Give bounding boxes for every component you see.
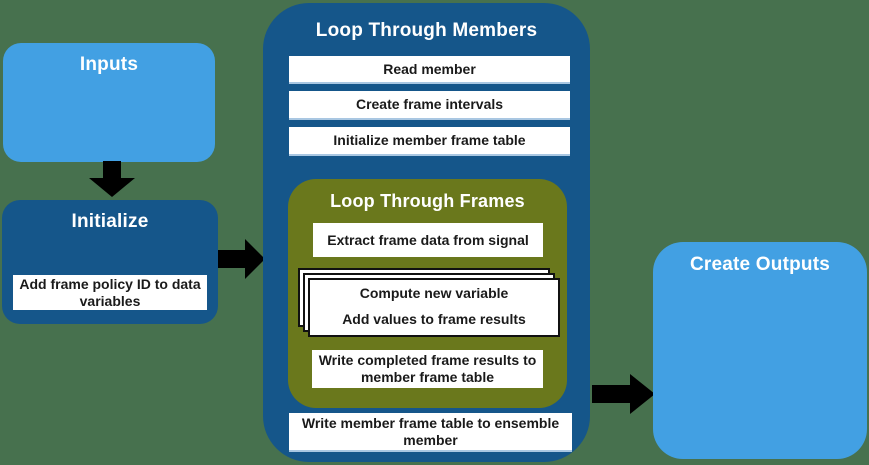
- create-outputs-title: Create Outputs: [689, 254, 831, 275]
- initialize-node: Initialize Add frame policy ID to data v…: [2, 200, 218, 324]
- loop-through-frames-container: Loop Through Frames Extract frame data f…: [288, 179, 567, 408]
- inputs-title: Inputs: [79, 54, 139, 75]
- inputs-node: Inputs: [3, 43, 215, 162]
- loop-through-frames-title: Loop Through Frames: [330, 191, 525, 211]
- step-extract-frame-data: Extract frame data from signal: [313, 223, 543, 257]
- step-initialize-member-frame-table: Initialize member frame table: [289, 127, 570, 156]
- step-add-values-to-frame-results: Add values to frame results: [342, 311, 526, 327]
- step-write-completed-frame-results: Write completed frame results to member …: [312, 350, 543, 388]
- sheet-front: Compute new variable Add values to frame…: [308, 278, 560, 337]
- step-create-frame-intervals: Create frame intervals: [289, 91, 570, 120]
- loop-through-members-container: Loop Through Members Read member Create …: [263, 3, 590, 462]
- create-outputs-node: Create Outputs: [653, 242, 867, 459]
- initialize-title: Initialize: [71, 211, 149, 232]
- step-write-member-frame-table: Write member frame table to ensemble mem…: [289, 413, 572, 452]
- step-read-member: Read member: [289, 56, 570, 84]
- step-compute-new-variable: Compute new variable: [359, 285, 509, 301]
- loop-through-members-title: Loop Through Members: [315, 20, 538, 41]
- initialize-step-add-frame-policy: Add frame policy ID to data variables: [13, 275, 207, 310]
